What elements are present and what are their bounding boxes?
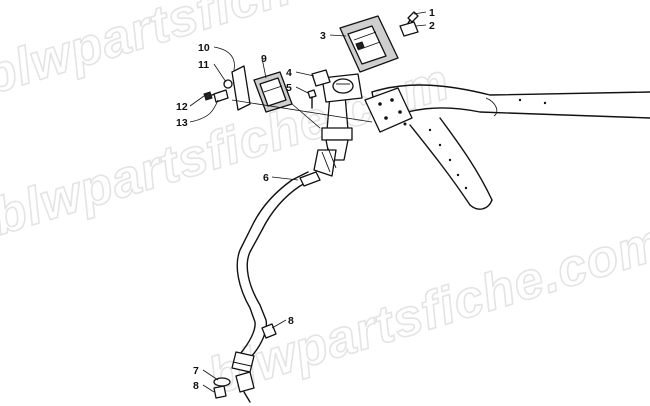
callout-10: 10	[198, 42, 210, 54]
hardware	[203, 11, 419, 403]
nut-8-lower	[213, 385, 227, 399]
callout-7: 7	[193, 365, 199, 377]
callout-8-lower: 8	[193, 380, 199, 392]
frame-tube	[364, 84, 650, 210]
callout-3: 3	[320, 30, 326, 42]
steering-hub	[321, 73, 363, 103]
steering-shaft	[231, 171, 321, 373]
bolt-5	[307, 89, 317, 109]
callout-13: 13	[176, 117, 188, 129]
spacer-13	[213, 89, 229, 103]
callout-9: 9	[261, 53, 267, 65]
lower-bearing	[235, 371, 255, 403]
callout-2: 2	[429, 20, 435, 32]
clamp-4	[311, 69, 331, 87]
callout-5: 5	[286, 82, 292, 94]
callouts: 1 2 3 4 5 6 7 8 8 9 10 11 12 13	[176, 7, 435, 392]
clamp-2	[399, 21, 419, 37]
steering-post	[313, 73, 363, 177]
callout-6: 6	[263, 172, 269, 184]
callout-1: 1	[429, 7, 435, 19]
frame-hole-pattern	[428, 98, 547, 190]
watermark-text-lower: blwpartsfiche.com	[202, 213, 650, 406]
callout-12: 12	[176, 101, 188, 113]
frame-mount-bracket	[364, 87, 413, 133]
mount-plate	[231, 65, 251, 111]
callout-4: 4	[286, 67, 292, 79]
leader-lines	[189, 11, 427, 393]
callout-11: 11	[198, 59, 209, 71]
steering-pad-cover	[339, 15, 399, 73]
callout-8-mid: 8	[288, 315, 294, 327]
